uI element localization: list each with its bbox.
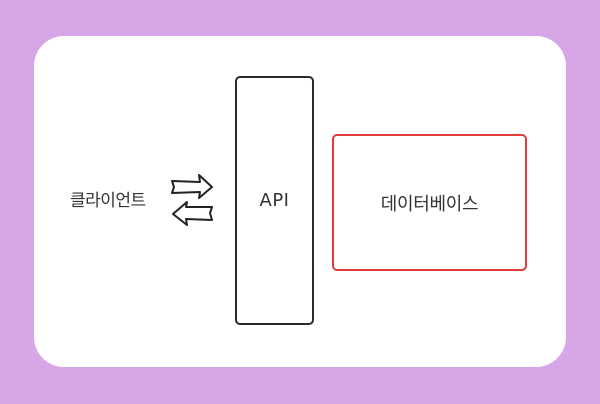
- diagram-canvas: [34, 36, 566, 367]
- client-label: 클라이언트: [70, 191, 146, 211]
- database-box: 데이터베이스: [332, 134, 527, 271]
- left-arrow-icon: [172, 201, 213, 226]
- database-label: 데이터베이스: [380, 193, 479, 215]
- api-label: API: [259, 190, 290, 211]
- bidirectional-arrows-icon: [171, 174, 213, 226]
- right-arrow-icon: [171, 174, 213, 199]
- api-box: API: [235, 76, 314, 325]
